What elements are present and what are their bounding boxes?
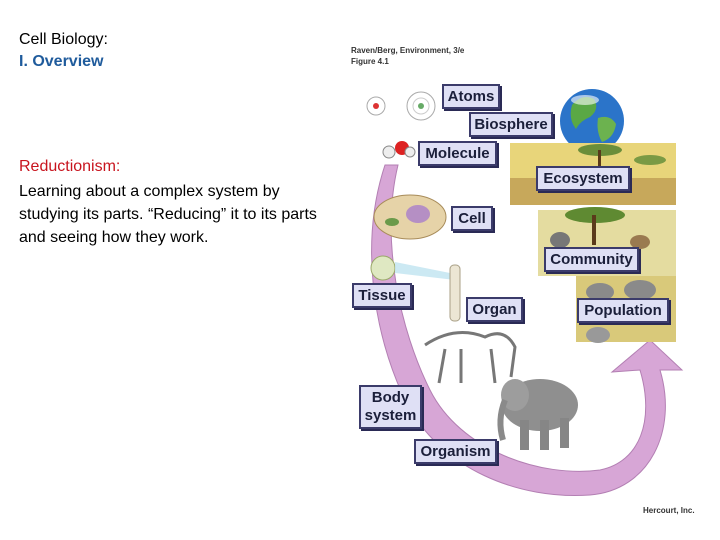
- label-ecosystem: Ecosystem: [536, 166, 630, 191]
- label-atoms: Atoms: [442, 84, 500, 109]
- label-cell: Cell: [451, 206, 493, 231]
- publisher-credit: Hercourt, Inc.: [643, 506, 695, 515]
- figure-number: Figure 4.1: [351, 57, 389, 66]
- cell-icon: [373, 194, 447, 240]
- globe-icon: [560, 89, 624, 153]
- skeleton-icon: [424, 331, 517, 384]
- slide-title-line1: Cell Biology:: [19, 31, 108, 48]
- molecule-icon: [382, 141, 416, 159]
- label-community: Community: [544, 247, 639, 272]
- atom-icon: [366, 91, 436, 121]
- section-heading: Reductionism:: [19, 158, 121, 175]
- tissue-icon: [370, 255, 455, 281]
- bone-icon: [449, 264, 461, 322]
- label-organism: Organism: [414, 439, 497, 464]
- label-body-system: Body system: [359, 385, 422, 429]
- biological-hierarchy-figure: [366, 89, 684, 497]
- label-molecule: Molecule: [418, 141, 497, 166]
- label-tissue: Tissue: [352, 283, 412, 308]
- body-text: Learning about a complex system by study…: [19, 183, 317, 246]
- elephant-icon: [497, 379, 578, 450]
- label-biosphere: Biosphere: [469, 112, 553, 137]
- label-organ: Organ: [466, 297, 523, 322]
- slide-title-line2: I. Overview: [19, 53, 104, 70]
- figure-credit: Raven/Berg, Environment, 3/e: [351, 46, 465, 55]
- label-population: Population: [577, 298, 669, 323]
